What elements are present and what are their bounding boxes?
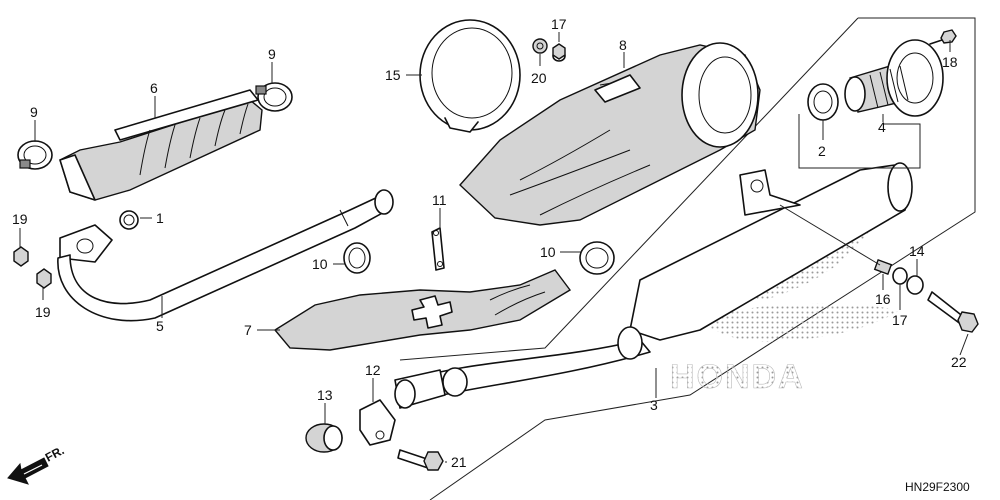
bolt-21	[397, 449, 444, 471]
washer-14	[906, 275, 924, 295]
clamp-band-mid-right	[579, 241, 615, 275]
callout-16: 16	[875, 291, 891, 307]
clamp-12	[359, 399, 396, 446]
callout-12: 12	[365, 362, 381, 378]
callout-labels: 1 2 3 4 5 6 7 8 9 9 10 10 11 12 13 14 15…	[12, 16, 967, 470]
bolt-22	[927, 291, 979, 333]
callout-20: 20	[531, 70, 547, 86]
spark-arrester	[844, 39, 944, 117]
callout-6: 6	[150, 80, 158, 96]
muffler-protector	[459, 42, 761, 226]
callout-13: 13	[317, 387, 333, 403]
callout-18: 18	[942, 54, 958, 70]
washer-upper	[552, 43, 566, 62]
callout-8: 8	[619, 37, 627, 53]
honda-watermark-text: HONDA	[670, 358, 805, 396]
callout-7: 7	[244, 322, 252, 338]
callout-2: 2	[818, 143, 826, 159]
callout-9-lower: 9	[30, 104, 38, 120]
callout-3: 3	[650, 397, 658, 413]
grommet-upper	[532, 38, 548, 54]
grommet-13	[305, 423, 343, 453]
front-direction-arrow: FR.	[7, 443, 67, 485]
exhaust-pipe-protector	[59, 89, 263, 201]
callout-17-upper: 17	[551, 16, 567, 32]
leader-lines	[19, 32, 969, 463]
callout-4: 4	[878, 119, 886, 135]
callout-5: 5	[156, 318, 164, 334]
callout-21: 21	[451, 454, 467, 470]
callout-1: 1	[156, 210, 164, 226]
stay-11	[431, 227, 445, 271]
diagram-code: HN29F2300	[905, 480, 970, 494]
callout-19-lower: 19	[35, 304, 51, 320]
washer-17	[892, 267, 908, 285]
clamp-band-lower	[17, 140, 53, 170]
bolt-18	[929, 29, 957, 45]
callout-10-right: 10	[540, 244, 556, 260]
exhaust-pipe	[57, 189, 394, 322]
callout-22: 22	[951, 354, 967, 370]
gasket	[119, 210, 139, 230]
callout-17-lower: 17	[892, 312, 908, 328]
muffler	[394, 162, 913, 409]
callout-11: 11	[432, 192, 447, 208]
callout-9-upper: 9	[268, 46, 276, 62]
collar-16	[873, 259, 893, 275]
callout-14: 14	[909, 243, 925, 259]
heat-protector-7	[273, 269, 572, 351]
direction-label: FR.	[43, 443, 67, 464]
clamp-band-mid-left	[343, 242, 371, 274]
subassembly-frame	[429, 17, 976, 500]
clamp-band-upper	[255, 82, 293, 112]
callout-15: 15	[385, 67, 401, 83]
callout-19-upper: 19	[12, 211, 28, 227]
nut-lower	[36, 268, 52, 289]
spark-arrester-gasket	[807, 83, 839, 121]
heat-shield-band	[419, 19, 521, 133]
callout-10-left: 10	[312, 256, 328, 272]
nut-upper	[13, 246, 29, 267]
